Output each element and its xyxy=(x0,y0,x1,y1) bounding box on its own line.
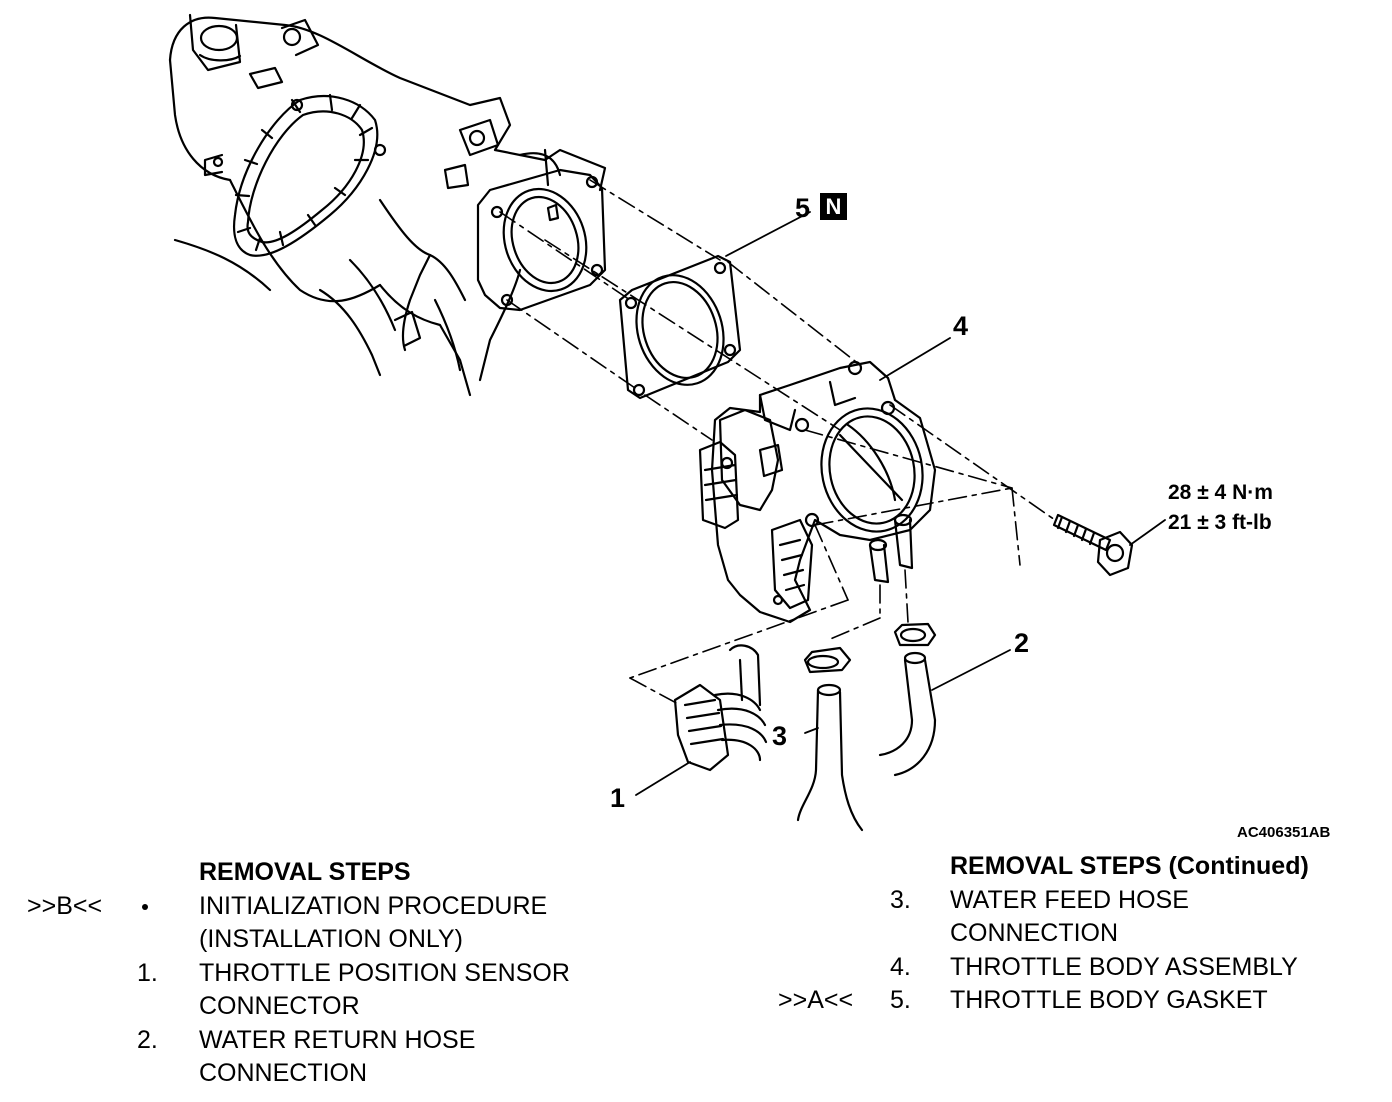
throttle-position-sensor-connector xyxy=(673,644,768,772)
callout-4: 4 xyxy=(953,311,969,341)
step-number: 3. xyxy=(890,885,911,914)
list-item-continued: CONNECTION xyxy=(0,1057,680,1091)
list-item: 1. THROTTLE POSITION SENSOR xyxy=(0,957,680,991)
list-item: 3. WATER FEED HOSE xyxy=(760,884,1380,918)
removal-steps-continued-header: REMOVAL STEPS (Continued) xyxy=(950,852,1309,880)
step-text: CONNECTION xyxy=(199,1059,368,1087)
torque-imperial: 21 ± 3 ft-lb xyxy=(1168,511,1272,534)
step-number: 5. xyxy=(890,986,911,1014)
bullet-icon xyxy=(142,903,148,910)
callout-1: 1 xyxy=(610,783,626,813)
list-item-continued: (INSTALLATION ONLY) xyxy=(0,923,680,957)
step-text: INITIALIZATION PROCEDURE xyxy=(199,891,548,920)
step-text: CONNECTION xyxy=(950,919,1119,947)
step-number: 1. xyxy=(137,958,158,987)
callout-5: 5 xyxy=(795,193,811,223)
removal-steps-continued-list: REMOVAL STEPS (Continued) 3. WATER FEED … xyxy=(760,850,1380,1018)
ref-code: >>A<< xyxy=(778,986,854,1014)
ref-code: >>B<< xyxy=(27,891,103,920)
step-text: WATER FEED HOSE xyxy=(950,885,1189,914)
removal-steps-list: REMOVAL STEPS >>B<< INITIALIZATION PROCE… xyxy=(0,856,680,1091)
list-item-continued: CONNECTION xyxy=(760,917,1380,951)
step-text: (INSTALLATION ONLY) xyxy=(199,925,463,953)
step-text: THROTTLE BODY ASSEMBLY xyxy=(950,952,1298,981)
torque-spec: 28 ± 4 N·m 21 ± 3 ft-lb xyxy=(1168,478,1273,538)
list-item: >>A<< 5. THROTTLE BODY GASKET xyxy=(760,984,1380,1018)
removal-steps-header: REMOVAL STEPS xyxy=(199,858,411,886)
step-text: THROTTLE BODY GASKET xyxy=(950,986,1268,1014)
throttle-body-gasket xyxy=(618,254,742,400)
step-text: WATER RETURN HOSE xyxy=(199,1025,476,1054)
torque-metric: 28 ± 4 N·m xyxy=(1168,481,1273,504)
step-number: 4. xyxy=(890,952,911,981)
callout-3: 3 xyxy=(772,721,788,751)
new-part-badge: N xyxy=(820,193,847,220)
throttle-body-assembly xyxy=(698,360,937,624)
leader-lines xyxy=(635,211,1166,796)
assembly-centerlines xyxy=(499,179,1056,706)
throttle-body-exploded-diagram xyxy=(168,13,1166,832)
water-return-hose xyxy=(878,622,937,777)
mounting-bolt xyxy=(1052,513,1134,577)
callout-2: 2 xyxy=(1014,628,1030,658)
list-item: >>B<< INITIALIZATION PROCEDURE xyxy=(0,890,680,924)
water-feed-hose xyxy=(796,646,864,832)
step-text: THROTTLE POSITION SENSOR xyxy=(199,958,570,987)
list-item: 4. THROTTLE BODY ASSEMBLY xyxy=(760,951,1380,985)
intake-manifold xyxy=(168,13,607,397)
list-item: 2. WATER RETURN HOSE xyxy=(0,1024,680,1058)
list-item-continued: CONNECTOR xyxy=(0,990,680,1024)
step-number: 2. xyxy=(137,1025,158,1054)
figure-id: AC406351AB xyxy=(1237,824,1331,841)
step-text: CONNECTOR xyxy=(199,992,360,1020)
